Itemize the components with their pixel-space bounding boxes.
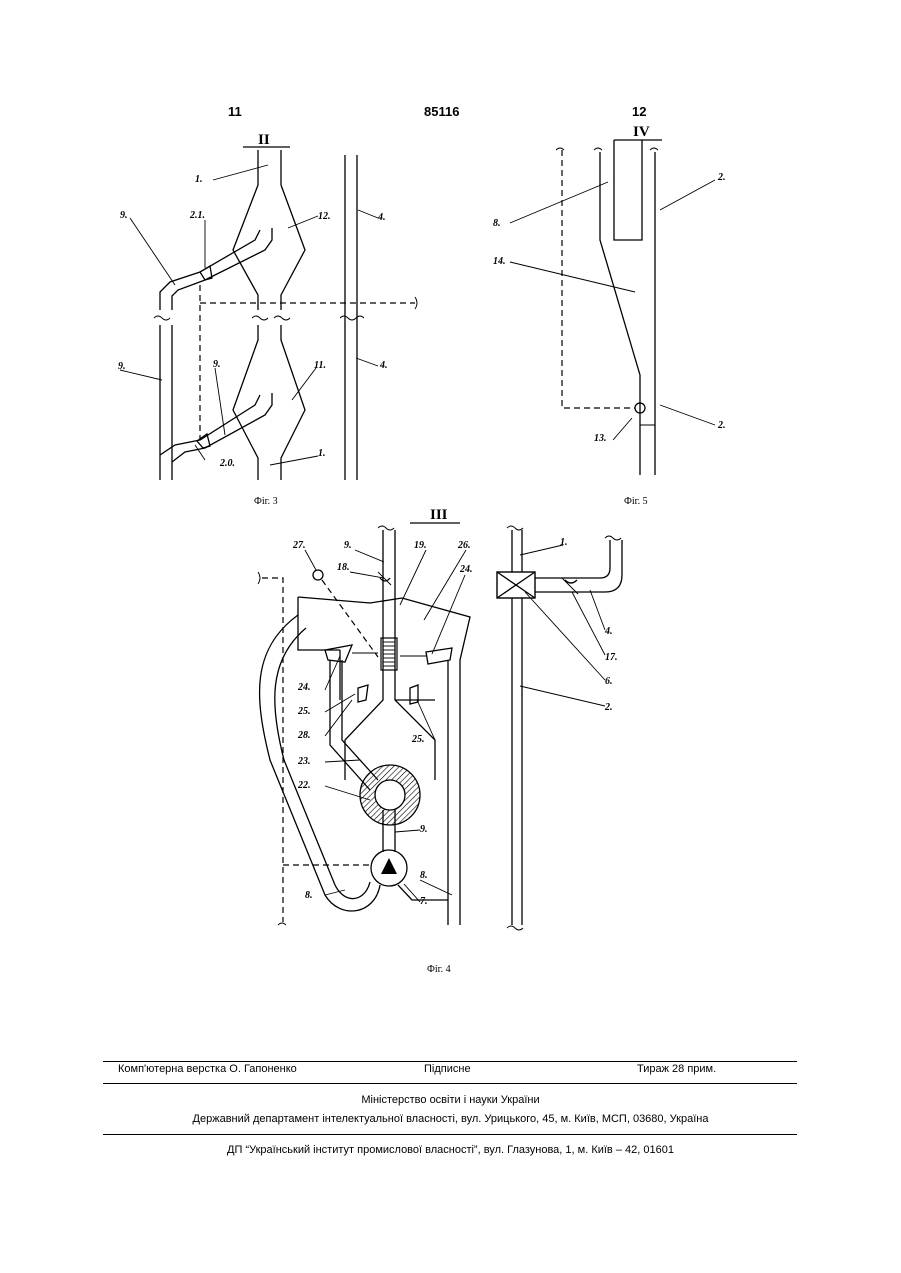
page-number-right: 12 [632,104,646,119]
fig4-dashed-line-27 [262,578,283,922]
fig4-label-8-right: 8. [420,870,428,881]
fig4-label-26: 26. [457,540,471,551]
fig4-label-19: 19. [414,540,427,551]
footer-rule-top [103,1061,797,1062]
figure-4-drawing: III [250,505,650,935]
footer-circulation: Тираж 28 прим. [637,1063,716,1075]
fig3-label-9-top: 9. [120,210,128,221]
footer-signed: Підписне [424,1063,471,1075]
fig4-label-23: 23. [297,756,311,767]
footer-rule-middle [103,1083,797,1084]
fig4-label-2: 2. [604,702,613,713]
fig3-label-20: 2.0. [219,458,235,469]
fig4-block-25-right [410,685,418,704]
fig4-label-9-bottom: 9. [420,824,428,835]
fig5-vessel-14-left [600,152,640,475]
fig4-label-25-left: 25. [297,706,311,717]
fig4-pipe-4 [535,540,610,578]
fig3-label-9-left: 9. [118,361,126,372]
fig3-pipe-9-upper-a [160,230,260,310]
fig4-label-6: 6. [605,676,613,687]
footer-typesetting: Комп'ютерна верстка О. Гапоненко [118,1063,297,1075]
figure-5-drawing: IV 8. 2. 14. 2. 13. [485,125,745,490]
fig4-label-27: 27. [292,540,306,551]
fig4-label-22: 22. [297,780,311,791]
fig3-label-1-bottom: 1. [318,448,326,459]
fig4-label-28: 28. [297,730,311,741]
fig5-dashed-line [562,150,635,408]
fig3-vessel-11-left [233,325,258,480]
footer-institute: ДП “Український інститут промислової вла… [0,1144,901,1156]
fig4-label-9-top: 9. [344,540,352,551]
fig5-roman-numeral: IV [633,125,650,140]
fig3-roman-numeral: II [258,132,270,148]
fig4-label-1: 1. [560,537,568,548]
fig3-label-4-top: 4. [377,212,386,223]
fig3-label-11: 11. [314,360,326,371]
fig4-label-18: 18. [337,562,350,573]
fig4-label-24-right: 24. [459,564,473,575]
fig3-label-21: 2.1. [189,210,205,221]
fig4-label-7: 7. [420,896,428,907]
fig3-label-1-top: 1. [195,174,203,185]
fig4-label-25-right: 25. [411,734,425,745]
page-number-left: 11 [228,104,242,119]
fig4-label-4: 4. [604,626,613,637]
fig5-label-14: 14. [493,256,506,267]
fig4-sensor-27 [313,570,323,580]
fig3-label-4-bottom: 4. [379,360,388,371]
fig4-caption: Фіг. 4 [427,964,451,975]
fig3-label-12: 12. [318,211,331,222]
figure-3-drawing: II 1. 9. 2.1. 12. 4. 9. 9. 11. 4. 2.0. 1 [100,125,440,490]
fig4-label-17: 17. [605,652,618,663]
fig5-label-2-bottom: 2. [717,420,726,431]
fig4-label-8-left: 8. [305,890,313,901]
fig3-label-9-mid: 9. [213,359,221,370]
footer-department: Державний департамент інтелектуальної вл… [0,1113,901,1125]
footer-rule-bottom [103,1134,797,1135]
fig5-label-8: 8. [493,218,501,229]
fig4-roman-numeral: III [430,507,448,523]
fig5-label-13: 13. [594,433,607,444]
fig4-label-24-left: 24. [297,682,311,693]
footer-ministry: Міністерство освіти і науки України [0,1094,901,1106]
fig4-block-25-left [358,685,368,702]
fig3-vessel-12-right [281,185,305,310]
fig5-label-2-top: 2. [717,172,726,183]
patent-number: 85116 [424,104,459,119]
fig3-vessel-12-left [233,185,258,310]
fig3-vessel-11-right [281,325,305,480]
